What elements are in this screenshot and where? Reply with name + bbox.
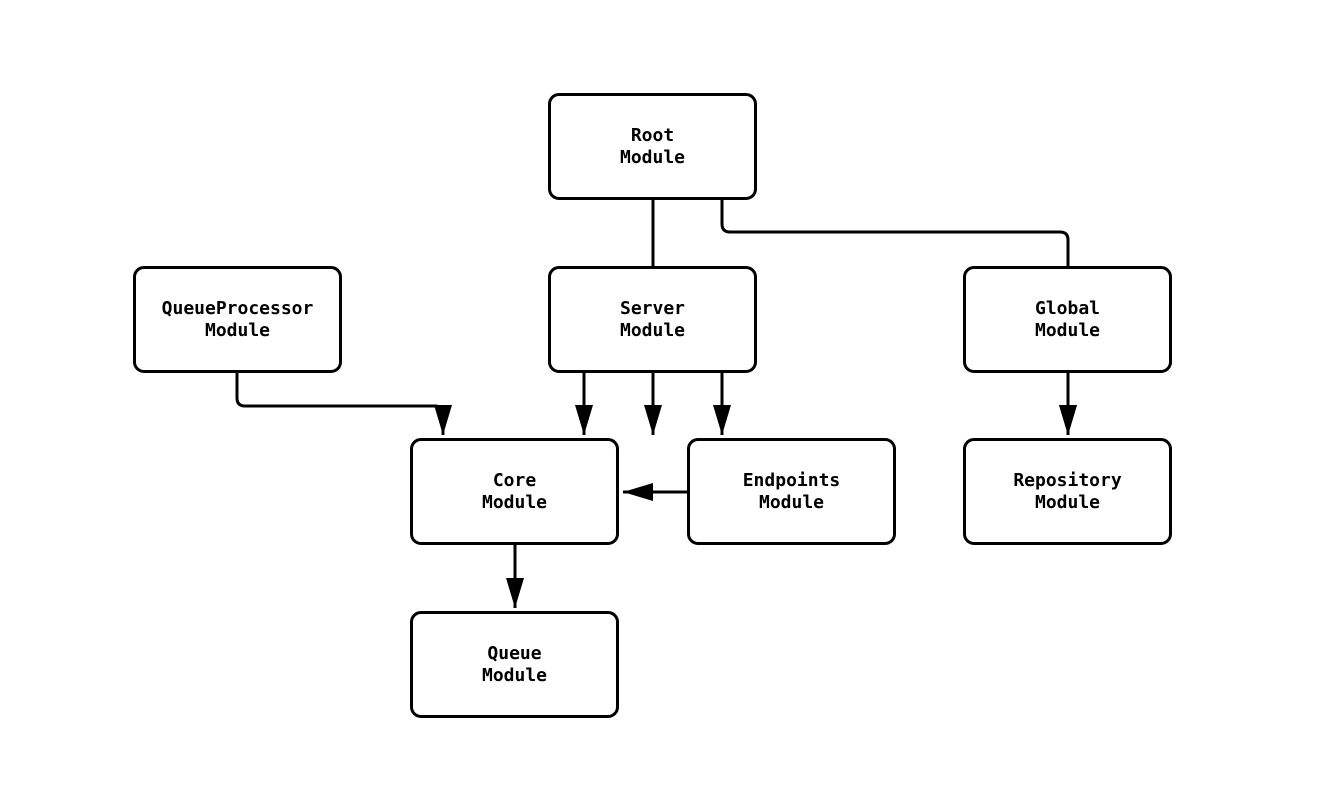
node-label: Module: [204, 319, 271, 341]
edge-queueprocessor-to-core: [235, 373, 452, 435]
edge-root-to-global: [720, 198, 1077, 435]
node-repository-module: Repository Module: [963, 438, 1172, 545]
node-label: Repository: [1013, 469, 1122, 491]
node-label: Module: [1034, 319, 1101, 341]
node-label: Global: [1034, 297, 1101, 319]
node-label: QueueProcessor: [161, 297, 314, 319]
node-label: Module: [619, 146, 686, 168]
node-label: Module: [481, 664, 548, 686]
node-label: Module: [758, 491, 825, 513]
node-label: Endpoints: [742, 469, 841, 491]
node-label: Root: [630, 124, 675, 146]
node-label: Queue: [487, 642, 542, 664]
node-server-module: Server Module: [548, 266, 757, 373]
node-label: Core: [492, 469, 537, 491]
node-root-module: Root Module: [548, 93, 757, 200]
node-label: Module: [481, 491, 548, 513]
node-queue-module: Queue Module: [410, 611, 619, 718]
node-global-module: Global Module: [963, 266, 1172, 373]
node-endpoints-module: Endpoints Module: [687, 438, 896, 545]
node-label: Module: [619, 319, 686, 341]
node-label: Module: [1034, 491, 1101, 513]
node-queueprocessor-module: QueueProcessor Module: [133, 266, 342, 373]
node-label: Server: [619, 297, 686, 319]
node-core-module: Core Module: [410, 438, 619, 545]
